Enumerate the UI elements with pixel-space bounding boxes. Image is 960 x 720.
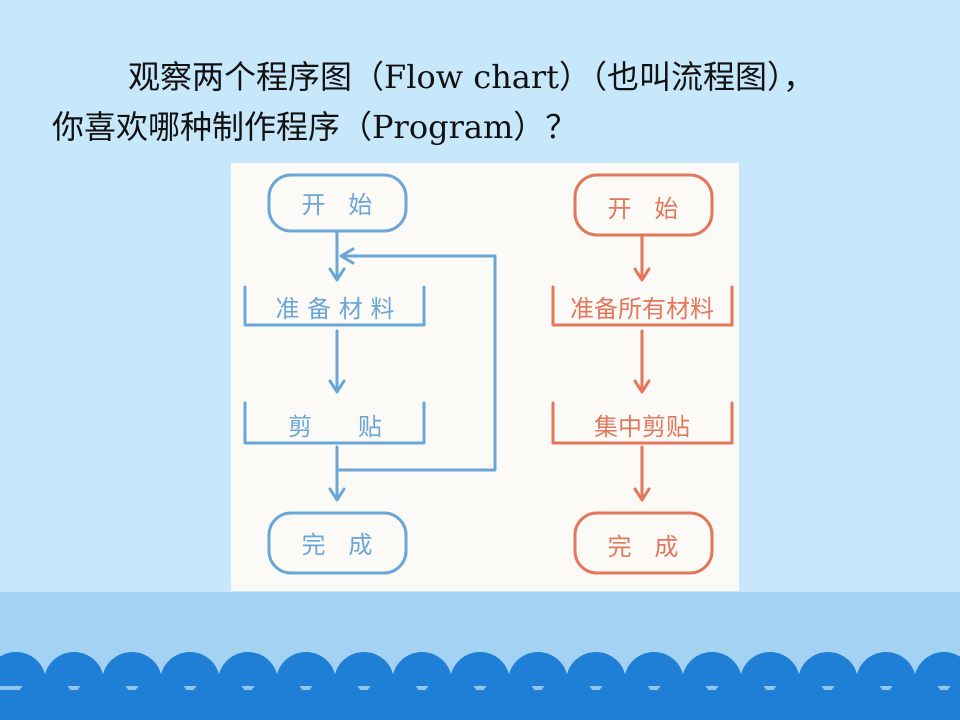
- wave-decoration: [0, 652, 960, 720]
- right-step2-box: [551, 401, 734, 445]
- left-start-label: 开 始: [302, 191, 373, 219]
- left-step1-label: 准 备 材 料: [276, 295, 395, 323]
- right-step1-box: [551, 285, 734, 327]
- flowchart-left: [243, 173, 497, 575]
- left-arrowhead-2: [328, 379, 346, 394]
- right-step1-label: 准备所有材料: [570, 295, 714, 323]
- question-line-2: 你喜欢哪种制作程序（Program）？: [52, 108, 578, 146]
- left-end-label: 完 成: [302, 531, 373, 559]
- wave-scallop: [769, 676, 829, 720]
- question-line-1: 观察两个程序图（Flow chart）（也叫流程图），: [128, 58, 816, 96]
- wave-scallop: [305, 676, 365, 720]
- wave-scallop: [827, 676, 887, 720]
- right-arrowhead-3: [633, 487, 651, 502]
- wave-scallop: [885, 676, 945, 720]
- flowchart-right: [551, 173, 734, 575]
- right-start-label: 开 始: [608, 195, 679, 223]
- wave-scallop: [653, 676, 713, 720]
- wave-scallop: [479, 676, 539, 720]
- wave-row-front: [15, 676, 960, 720]
- wave-scallop: [943, 679, 960, 720]
- wave-scallop: [247, 676, 307, 720]
- left-end-terminal: [267, 511, 408, 575]
- right-arrowhead-1: [633, 267, 651, 282]
- left-loop-back-line: [335, 254, 497, 472]
- right-end-terminal: [573, 511, 714, 575]
- left-loop-arrowhead: [339, 247, 355, 265]
- wave-scallop: [363, 676, 423, 720]
- left-arrowhead-1: [328, 267, 346, 282]
- left-step2-box: [243, 401, 426, 445]
- wave-scallop: [421, 676, 481, 720]
- flowchart-figure: 开 始 准 备 材 料 剪 贴 完 成 开 始 准备所有材料 集中剪贴 完 成: [243, 173, 734, 575]
- right-end-label: 完 成: [608, 533, 679, 561]
- wave-scallop: [189, 676, 249, 720]
- wave-scallop: [595, 676, 655, 720]
- wave-scallop: [73, 676, 133, 720]
- wave-divider: [0, 686, 960, 690]
- wave-scallop: [537, 676, 597, 720]
- left-arrowhead-3: [328, 487, 346, 502]
- wave-scallop: [15, 676, 75, 720]
- right-step2-label: 集中剪贴: [594, 413, 690, 441]
- left-step1-box: [243, 285, 426, 327]
- wave-scallop: [131, 676, 191, 720]
- flowchart-image: 开 始 准 备 材 料 剪 贴 完 成 开 始 准备所有材料 集中剪贴 完 成: [231, 163, 739, 591]
- wave-scallop: [711, 676, 771, 720]
- flowchart-right-labels: 开 始 准备所有材料 集中剪贴 完 成: [570, 195, 714, 561]
- question-text: 观察两个程序图（Flow chart）（也叫流程图）， 你喜欢哪种制作程序（Pr…: [52, 52, 922, 152]
- left-step2-label: 剪 贴: [288, 413, 382, 441]
- right-arrowhead-2: [633, 379, 651, 394]
- flowchart-left-labels: 开 始 准 备 材 料 剪 贴 完 成: [276, 191, 395, 559]
